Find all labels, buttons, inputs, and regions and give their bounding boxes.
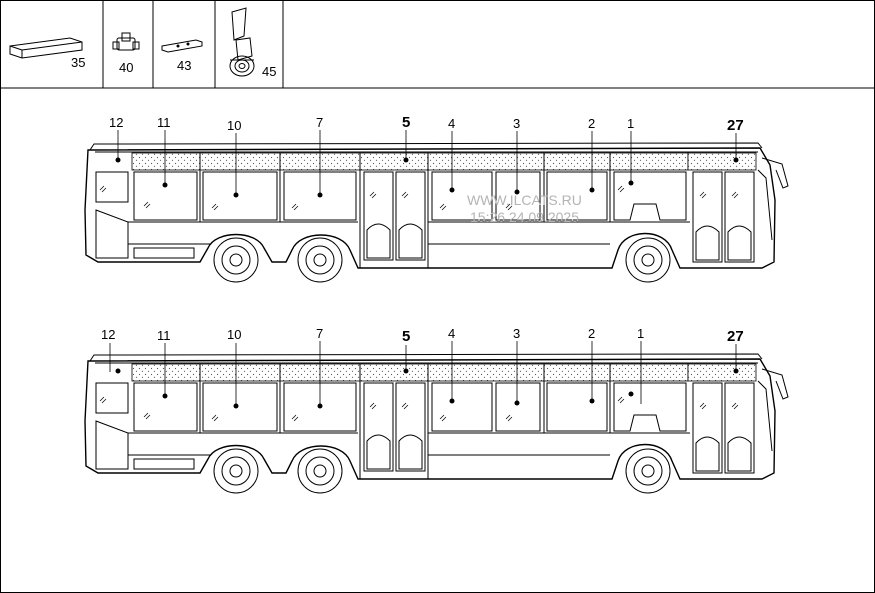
glass-strip-icon: [9, 37, 83, 59]
kit-item-number: 35: [71, 55, 85, 70]
callout-label: 1: [627, 116, 634, 131]
callout-label: 11: [157, 115, 171, 130]
watermark: WWW.ILCATS.RU 15:26 24.09.2025: [467, 192, 582, 225]
kit-panel: 35 40 43 45: [0, 0, 284, 89]
watermark-timestamp: 15:26 24.09.2025: [470, 209, 579, 225]
callout-label: 11: [157, 328, 171, 343]
callout-label: 1: [637, 326, 644, 341]
callout-label: 10: [227, 118, 241, 133]
callout-leaders: [109, 341, 737, 405]
rubber-profile-icon: [161, 39, 203, 53]
callout-label: 4: [448, 326, 455, 341]
mounting-clip-icon: [112, 32, 140, 51]
callout-label: 2: [588, 116, 595, 131]
bus-side-view-lower: 12 11 10 7 5 4 3 2 1 27: [84, 326, 789, 494]
callout-label: 7: [316, 326, 323, 341]
kit-item-number: 40: [119, 60, 133, 75]
callout-label: 2: [588, 326, 595, 341]
callout-label: 12: [101, 327, 115, 342]
bus-side-view-upper: 12 11 10 7 5 4 3 2 1 27: [84, 114, 789, 283]
callout-label: 7: [316, 115, 323, 130]
callout-label: 27: [727, 117, 744, 134]
callout-label: 5: [402, 114, 410, 131]
callout-label: 3: [513, 116, 520, 131]
callout-label: 3: [513, 326, 520, 341]
callout-label: 27: [727, 328, 744, 345]
callout-leaders: [117, 130, 737, 194]
kit-item-number: 45: [262, 64, 276, 79]
kit-item-number: 43: [177, 58, 191, 73]
watermark-site: WWW.ILCATS.RU: [467, 192, 582, 208]
window-lock-icon: [229, 7, 255, 77]
callout-label: 5: [402, 328, 410, 345]
callout-label: 12: [109, 115, 123, 130]
callout-label: 4: [448, 116, 455, 131]
callout-label: 10: [227, 327, 241, 342]
